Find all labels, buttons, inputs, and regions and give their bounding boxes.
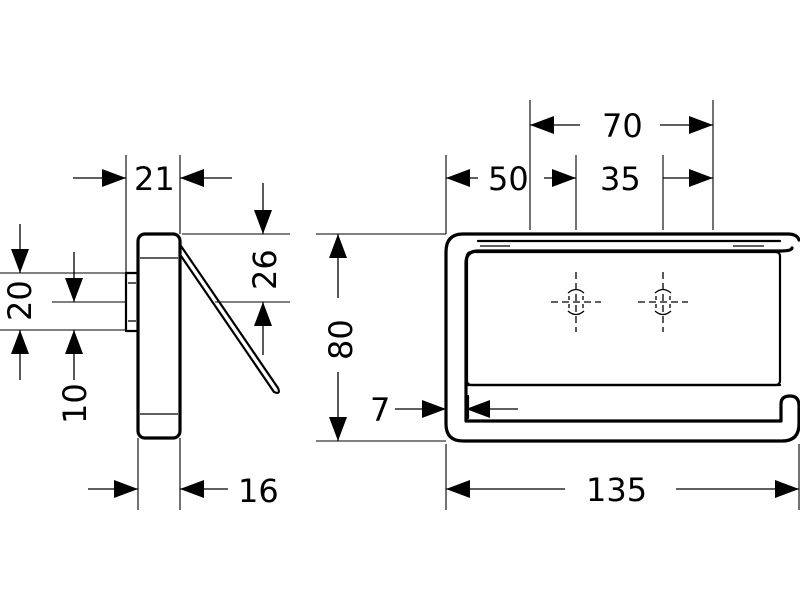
side-arm [179, 244, 280, 394]
side-view: 21 16 20 10 26 [0, 155, 290, 510]
dim-50: 50 [488, 160, 529, 198]
front-frame [444, 232, 800, 443]
dim-70: 70 [602, 107, 643, 145]
screw-right [638, 272, 688, 332]
dim-10: 10 [56, 383, 94, 424]
front-view: 70 50 35 80 7 135 [316, 100, 800, 510]
dim-7: 7 [370, 391, 390, 429]
screw-left [551, 272, 601, 332]
dim-26: 26 [246, 249, 284, 290]
side-body [136, 232, 182, 440]
side-wall-mount [124, 271, 140, 333]
dim-35: 35 [600, 160, 641, 198]
front-shelf [465, 250, 782, 387]
dim-135: 135 [586, 471, 647, 509]
dim-80: 80 [322, 319, 360, 360]
dim-16: 16 [238, 472, 279, 510]
dim-21: 21 [134, 160, 175, 198]
dim-20: 20 [1, 280, 39, 321]
